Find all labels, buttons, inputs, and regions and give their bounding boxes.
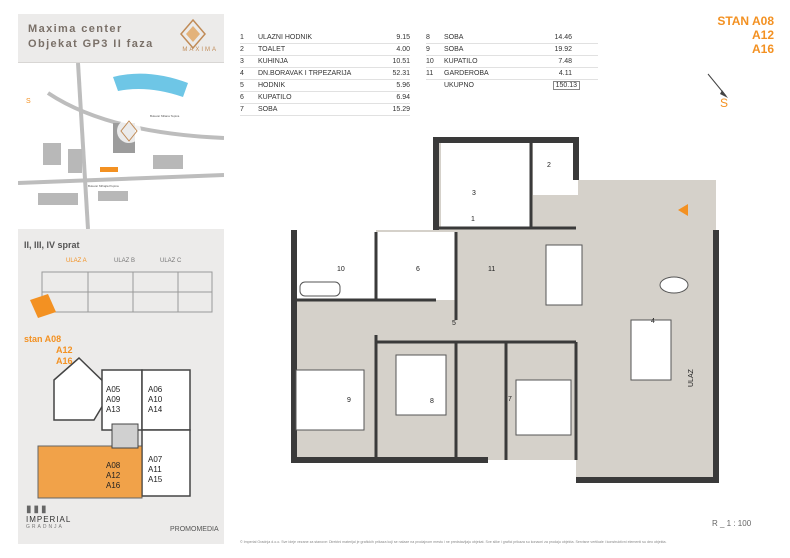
entrance-arrow (678, 204, 688, 216)
maxima-logo (180, 18, 206, 50)
exterior-walls (291, 137, 719, 483)
unit-code: A06 (148, 385, 163, 394)
room-number: 6 (416, 266, 420, 273)
unit-label-line3: A16 (56, 356, 73, 366)
imperial-logo: ▮▮▮ IMPERIAL GRADNJA (26, 504, 71, 530)
room-number: 5 (452, 320, 456, 327)
location-marker (100, 167, 118, 172)
entrance-c-label: ULAZ C (160, 258, 182, 264)
bathroom-6-floor (376, 232, 456, 300)
room-number: 7 (508, 396, 512, 403)
room-number: 3 (472, 190, 476, 197)
bed (515, 379, 572, 436)
unit-code: A10 (148, 395, 163, 404)
unit-code: A11 (148, 465, 162, 474)
compass-label: S (720, 96, 729, 110)
room-number: 8 (430, 398, 434, 405)
project-title-line1: Maxima center (28, 23, 123, 35)
location-map: S Bulevar Milana Tepica Bulevar Mihajla … (18, 63, 224, 229)
project-title: Maxima center Objekat GP3 II faza (28, 22, 154, 52)
unit-code: A15 (148, 475, 163, 484)
furniture (295, 244, 689, 436)
room-number: 11 (488, 266, 496, 273)
coffee-table (630, 319, 672, 381)
apartment-label: STAN A08 A12 A16 (717, 14, 774, 56)
unit-code: A05 (106, 385, 121, 394)
toilet-floor (533, 140, 578, 195)
unit-code: A13 (106, 405, 121, 414)
room-number: 10 (337, 266, 345, 273)
map-street-label: Bulevar Mihajla Pupina (88, 184, 119, 188)
copyright-text: © Imperial Gradnja d.o.o. Sve ideje veza… (240, 540, 667, 544)
imperial-text: IMPERIAL (26, 515, 72, 524)
unit-code: A16 (106, 481, 121, 490)
building-keyplan: A05 A09 A13 A06 A10 A14 A08 A12 A16 A07 … (37, 356, 191, 499)
scale-label: R _ 1 : 100 (712, 519, 752, 528)
unit-code: A08 (106, 461, 121, 470)
project-title-line2: Objekat GP3 II faza (28, 38, 154, 50)
info-panel: Maxima center Objekat GP3 II faza MAXIMA (18, 14, 224, 544)
room-number: 9 (347, 397, 351, 404)
apartment-label-line3: A16 (751, 42, 774, 56)
round-table (659, 276, 689, 294)
bed (395, 354, 447, 416)
bed (295, 369, 365, 431)
floor-plan: ULAZ (291, 137, 719, 483)
brand-text: MAXIMA (182, 47, 218, 53)
panel-header: Maxima center Objekat GP3 II faza MAXIMA (18, 14, 224, 63)
kitchen-floor (441, 140, 531, 228)
room-number: 1 (471, 216, 475, 223)
entrance-label: ULAZ (688, 368, 695, 387)
bathtub (299, 281, 341, 297)
unit-label-line1: stan A08 (24, 334, 62, 344)
map-street-label: Bulevar Milana Tepica (150, 114, 180, 118)
apartment-label-line2: A12 (751, 28, 774, 42)
room-number: 4 (651, 318, 655, 325)
floor-keyplan (30, 271, 213, 318)
unit-code: A07 (148, 455, 163, 464)
unit-label-line2: A12 (56, 345, 73, 355)
unit-label-left: stan A08 A12 A16 (24, 334, 73, 367)
imperial-mark: ▮▮▮ (26, 504, 49, 515)
unit-code: A14 (148, 405, 163, 414)
dining-table (545, 244, 583, 306)
apartment-label-line1: STAN A08 (717, 14, 774, 28)
highlight-apartment (37, 445, 143, 499)
room-number: 2 (547, 162, 551, 169)
highlight-unit (30, 294, 56, 318)
compass-icon (707, 73, 728, 98)
interior-walls (294, 140, 578, 460)
unit-code: A09 (106, 395, 121, 404)
floor-title: II, III, IV sprat (24, 240, 80, 250)
entrance-a-label: ULAZ A (66, 258, 87, 264)
promomedia-text: PROMOMEDIA (170, 526, 219, 533)
imperial-subtext: GRADNJA (26, 524, 64, 530)
map-compass-label: S (26, 98, 31, 105)
river-shape (113, 73, 188, 97)
entrance-b-label: ULAZ B (114, 258, 136, 264)
unit-code: A12 (106, 471, 121, 480)
